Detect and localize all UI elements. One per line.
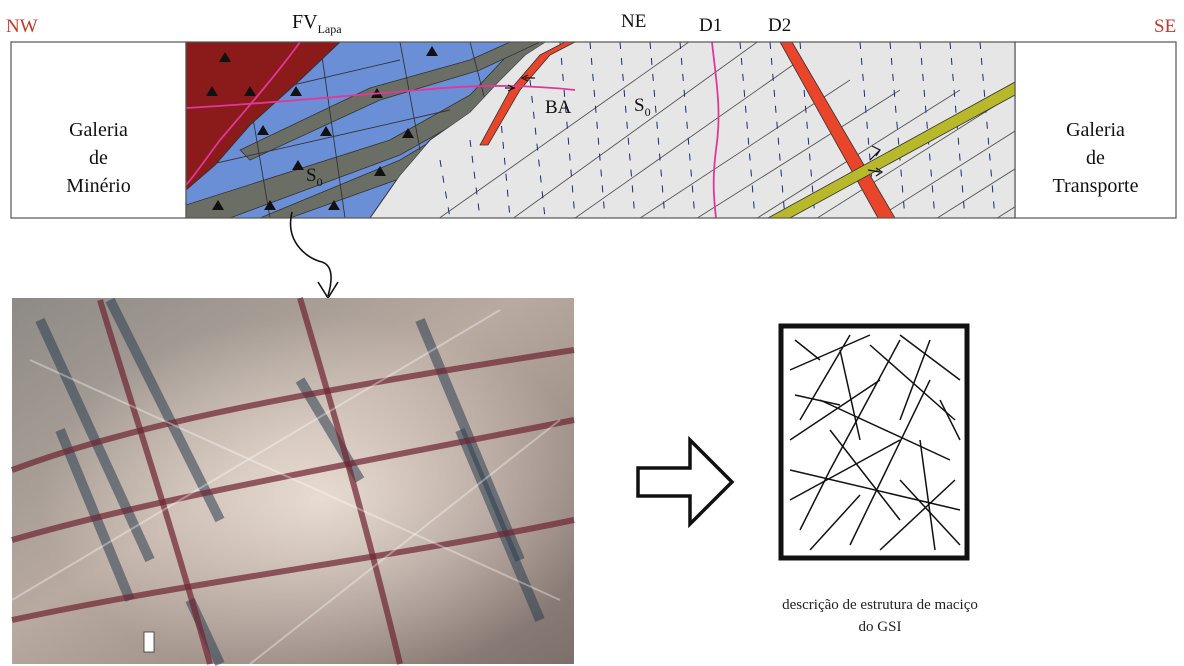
gsi-caption: descrição de estrutura de maciço do GSI (700, 594, 1060, 638)
rock-photo (10, 297, 575, 666)
right-gallery-line2: de (1086, 147, 1105, 169)
caption-line1: descrição de estrutura de maciço (782, 597, 978, 613)
left-gallery-label: Galeria de Minério (11, 116, 186, 200)
connector-arrow (289, 211, 332, 297)
ba-label: BA (545, 97, 572, 118)
s0-subscript: 0 (316, 174, 323, 189)
s0-text: S (634, 95, 645, 116)
direction-se-label: SE (1154, 16, 1177, 37)
s0-label-light: S0 (634, 96, 651, 118)
right-gallery-line1: Galeria (1066, 119, 1125, 141)
right-gallery-line3: Transporte (1052, 175, 1139, 197)
s0-text: S (306, 165, 317, 186)
fv-lapa-label: FVLapa (292, 12, 342, 35)
right-gallery-box (1014, 41, 1177, 219)
d1-label: D1 (699, 15, 723, 36)
left-gallery-line2: de (89, 147, 108, 169)
fv-label: FV (292, 11, 318, 33)
d3-dike (767, 81, 1015, 218)
left-gallery-line3: Minério (66, 175, 131, 197)
d1-fault (711, 42, 720, 218)
left-gallery-box (10, 41, 187, 219)
d2-label: D2 (768, 15, 792, 36)
caption-line2: do GSI (858, 619, 902, 635)
ba-dike (479, 42, 576, 146)
ne-label: NE (621, 11, 647, 32)
pink-fault-diagonal (186, 42, 301, 186)
left-gallery-line1: Galeria (69, 119, 128, 141)
right-gallery-label: Galeria de Transporte (1015, 116, 1176, 200)
s0-subscript: 0 (644, 104, 651, 119)
fracture-grid (379, 42, 1015, 218)
s0-label-blue: S0 (306, 166, 323, 188)
pink-fault-horizontal (186, 84, 576, 109)
cross-section (186, 42, 1015, 218)
block-arrow (636, 435, 735, 529)
triangle-markers (206, 46, 438, 210)
fv-lapa-rock (186, 42, 341, 191)
fv-subscript: Lapa (317, 22, 342, 36)
gsi-structure-diagram (778, 323, 970, 561)
direction-nw-label: NW (6, 16, 38, 37)
section-border (185, 41, 1016, 219)
movement-arrows (505, 74, 884, 177)
scale-marker (143, 631, 155, 653)
